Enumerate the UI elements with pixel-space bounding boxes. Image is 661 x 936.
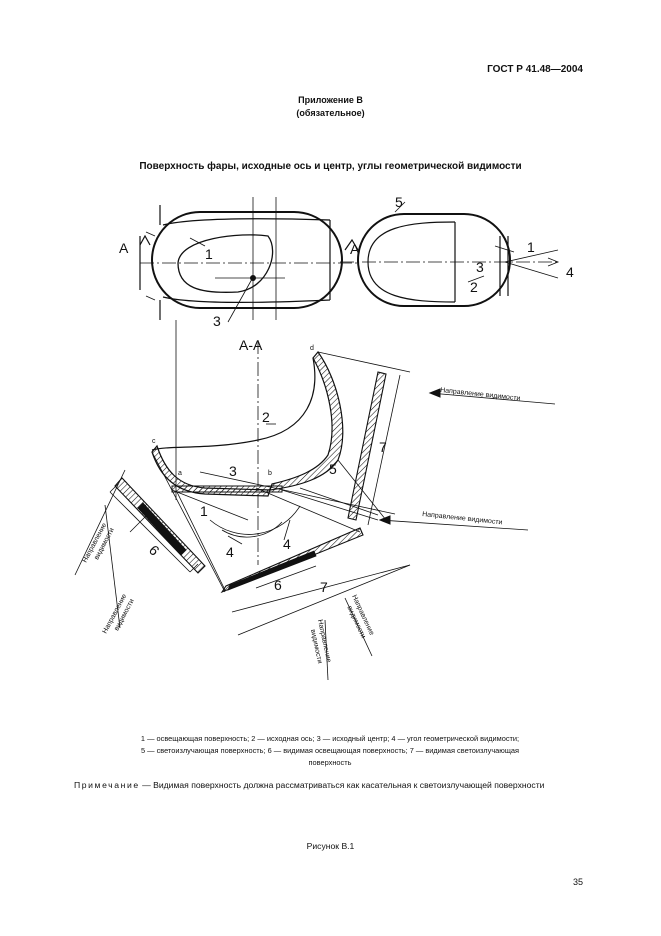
label-4-left: 4 xyxy=(226,544,234,560)
note-lead: Примечание xyxy=(74,780,140,790)
label-6-bottom: 6 xyxy=(274,577,282,593)
label-1-right: 1 xyxy=(527,239,535,255)
label-1-section: 1 xyxy=(200,503,208,519)
lens-bottom xyxy=(171,485,283,493)
legend-line-3: поверхность xyxy=(308,758,352,767)
label-3-top: 3 xyxy=(213,313,221,329)
label-3-right: 3 xyxy=(476,259,484,275)
figure-title: Поверхность фары, исходные ось и центр, … xyxy=(139,161,522,172)
label-a-right: A xyxy=(350,241,360,257)
lamp-left-inner xyxy=(162,218,331,303)
visible-emitting-surface-right xyxy=(347,371,387,521)
appendix-status: (обязательное) xyxy=(296,108,365,118)
figure-caption: Рисунок В.1 xyxy=(306,841,355,851)
page-number: 35 xyxy=(572,877,583,887)
label-3-section: 3 xyxy=(229,463,237,479)
illuminating-surface-top xyxy=(177,234,274,293)
note-text: — Видимая поверхность должна рассматрива… xyxy=(142,780,545,790)
direction-label-middle: Направление видимости xyxy=(422,511,503,526)
label-2-section: 2 xyxy=(262,409,270,425)
label-5-top: 5 xyxy=(395,194,403,210)
label-aa: A-A xyxy=(239,337,263,353)
appendix-title: Приложение В xyxy=(298,95,363,105)
label-7-bottom: 7 xyxy=(320,579,328,595)
label-7-right: 7 xyxy=(379,439,387,455)
point-a: a xyxy=(178,470,182,477)
point-d: d xyxy=(310,345,314,352)
label-a-left: A xyxy=(119,240,129,256)
point-c: c xyxy=(152,438,156,445)
label-6-left: 6 xyxy=(146,542,163,559)
label-4-right: 4 xyxy=(566,264,574,280)
headlamp-diagram: 1 3 5 1 3 2 4 A A A-A 2 5 3 1 4 4 6 6 7 … xyxy=(74,194,574,681)
standard-header: ГОСТ Р 41.48—2004 xyxy=(487,64,583,75)
point-b: b xyxy=(268,470,272,477)
legend-line-1: 1 — освещающая поверхность; 2 — исходная… xyxy=(140,734,520,743)
legend-line-2: 5 — светоизлучающая поверхность; 6 — вид… xyxy=(140,746,520,755)
label-4-right-section: 4 xyxy=(283,536,291,552)
note: Примечание — Видимая поверхность должна … xyxy=(46,779,586,791)
label-2-right: 2 xyxy=(470,279,478,295)
label-5-section: 5 xyxy=(329,461,337,477)
label-1-top: 1 xyxy=(205,246,213,262)
lamp-right-outline xyxy=(357,213,511,307)
lamp-left-outline xyxy=(151,211,343,309)
direction-label-top: Направление видимости xyxy=(440,387,521,402)
